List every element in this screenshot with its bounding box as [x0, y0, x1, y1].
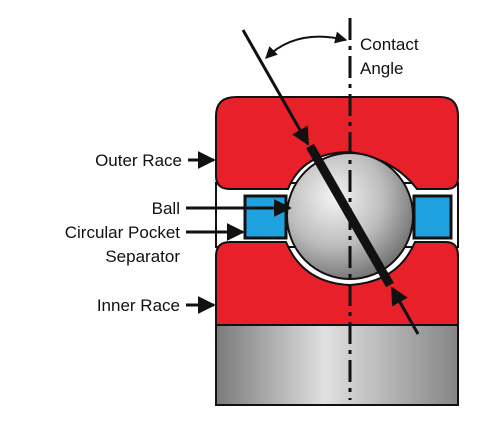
separator-label-line2: Separator [105, 247, 180, 266]
contact-angle-label-line1: Contact [360, 35, 419, 54]
contact-line-thick [306, 143, 394, 288]
shaft [215, 324, 459, 406]
separator-pocket-left [243, 194, 288, 240]
outer-race-label: Outer Race [95, 151, 182, 170]
contact-line-upper [241, 29, 310, 146]
contact-angle-label-line2: Angle [360, 59, 403, 78]
separator-label-line1: Circular Pocket [65, 223, 181, 242]
ball-label: Ball [152, 199, 180, 218]
contact-angle-arc [265, 31, 348, 59]
contact-line-lower [390, 286, 420, 335]
separator-pocket-right [412, 194, 453, 240]
inner-race-label: Inner Race [97, 296, 180, 315]
